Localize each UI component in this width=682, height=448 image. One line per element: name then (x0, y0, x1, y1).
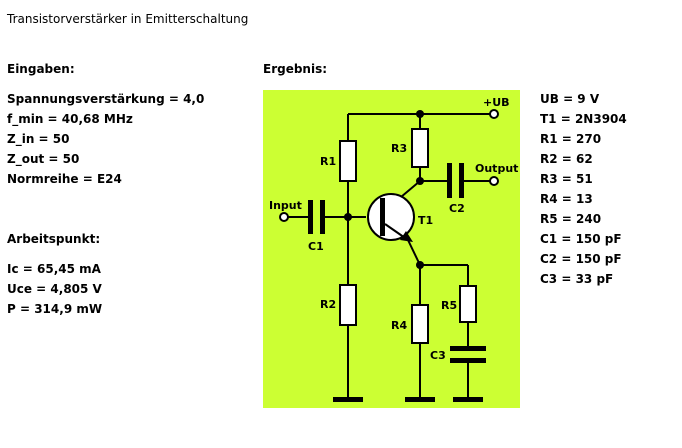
label-r2: R2 (320, 298, 336, 311)
result-line: R3 = 51 (540, 172, 593, 186)
junction-dot (416, 261, 424, 269)
ground-symbols (333, 397, 483, 402)
input-line: Normreihe = E24 (7, 172, 122, 186)
result-line: C3 = 33 pF (540, 272, 614, 286)
result-line: R2 = 62 (540, 152, 593, 166)
label-r5: R5 (441, 299, 457, 312)
resistor-r5 (459, 285, 477, 323)
emitter-arrow-icon (400, 231, 413, 242)
resistor-r1 (339, 140, 357, 182)
label-ub: +UB (483, 96, 510, 109)
capacitor-c3-plate-b (450, 358, 486, 363)
operating-point-line: Uce = 4,805 V (7, 282, 102, 296)
junction-dot (344, 213, 352, 221)
operating-point-heading: Arbeitspunkt: (7, 232, 101, 246)
result-line: R1 = 270 (540, 132, 602, 146)
input-line: f_min = 40,68 MHz (7, 112, 133, 126)
junction-dot (416, 177, 424, 185)
terminal-input (279, 212, 289, 222)
ground-symbol (405, 397, 435, 402)
result-list: UB = 9 V T1 = 2N3904 R1 = 270 R2 = 62 R3… (540, 89, 627, 289)
operating-point-line: Ic = 65,45 mA (7, 262, 101, 276)
ground-symbol (453, 397, 483, 402)
operating-point-line: P = 314,9 mW (7, 302, 103, 316)
capacitor-c1-plate-a (308, 200, 313, 234)
operating-point-list: Ic = 65,45 mA Uce = 4,805 V P = 314,9 mW (7, 259, 102, 319)
transistor-body (367, 193, 415, 241)
circuit-wires (288, 113, 491, 397)
terminal-ub (489, 109, 499, 119)
schematic-background (263, 90, 520, 408)
input-line: Z_out = 50 (7, 152, 80, 166)
transistor-emitter-wire (407, 239, 421, 266)
junction-dot (416, 110, 424, 118)
result-heading: Ergebnis: (263, 62, 328, 76)
label-output: Output (475, 162, 518, 175)
label-r4: R4 (391, 319, 407, 332)
resistor-r4 (411, 304, 429, 344)
label-input: Input (269, 199, 302, 212)
capacitor-c1-plate-b (320, 200, 325, 234)
capacitor-c2-plate-a (447, 163, 452, 198)
inputs-heading: Eingaben: (7, 62, 75, 76)
resistors (339, 128, 477, 344)
result-line: R4 = 13 (540, 192, 593, 206)
terminal-output (489, 176, 499, 186)
inputs-list: Spannungsverstärkung = 4,0 f_min = 40,68… (7, 89, 204, 189)
input-line: Z_in = 50 (7, 132, 70, 146)
result-line: UB = 9 V (540, 92, 600, 106)
transistor-base-bar (380, 198, 385, 236)
label-t1: T1 (418, 214, 433, 227)
resistor-r2 (339, 284, 357, 326)
label-c2: C2 (449, 202, 465, 215)
terminals (279, 109, 499, 222)
result-line: C2 = 150 pF (540, 252, 622, 266)
input-line: Spannungsverstärkung = 4,0 (7, 92, 205, 106)
label-c1: C1 (308, 240, 324, 253)
circuit-schematic: +UB Output Input R1 R2 R3 R4 R5 C1 C2 C3… (263, 90, 520, 408)
label-c3: C3 (430, 349, 446, 362)
ground-symbol (333, 397, 363, 402)
result-line: T1 = 2N3904 (540, 112, 627, 126)
capacitor-c2-plate-b (459, 163, 464, 198)
resistor-r3 (411, 128, 429, 168)
junction-dots (344, 110, 424, 269)
label-r1: R1 (320, 155, 336, 168)
result-line: C1 = 150 pF (540, 232, 622, 246)
capacitors (308, 163, 486, 363)
page-title: Transistorverstärker in Emitterschaltung (7, 12, 249, 26)
result-line: R5 = 240 (540, 212, 602, 226)
label-r3: R3 (391, 142, 407, 155)
capacitor-c3-plate-a (450, 346, 486, 351)
transistor-t1 (367, 193, 421, 266)
